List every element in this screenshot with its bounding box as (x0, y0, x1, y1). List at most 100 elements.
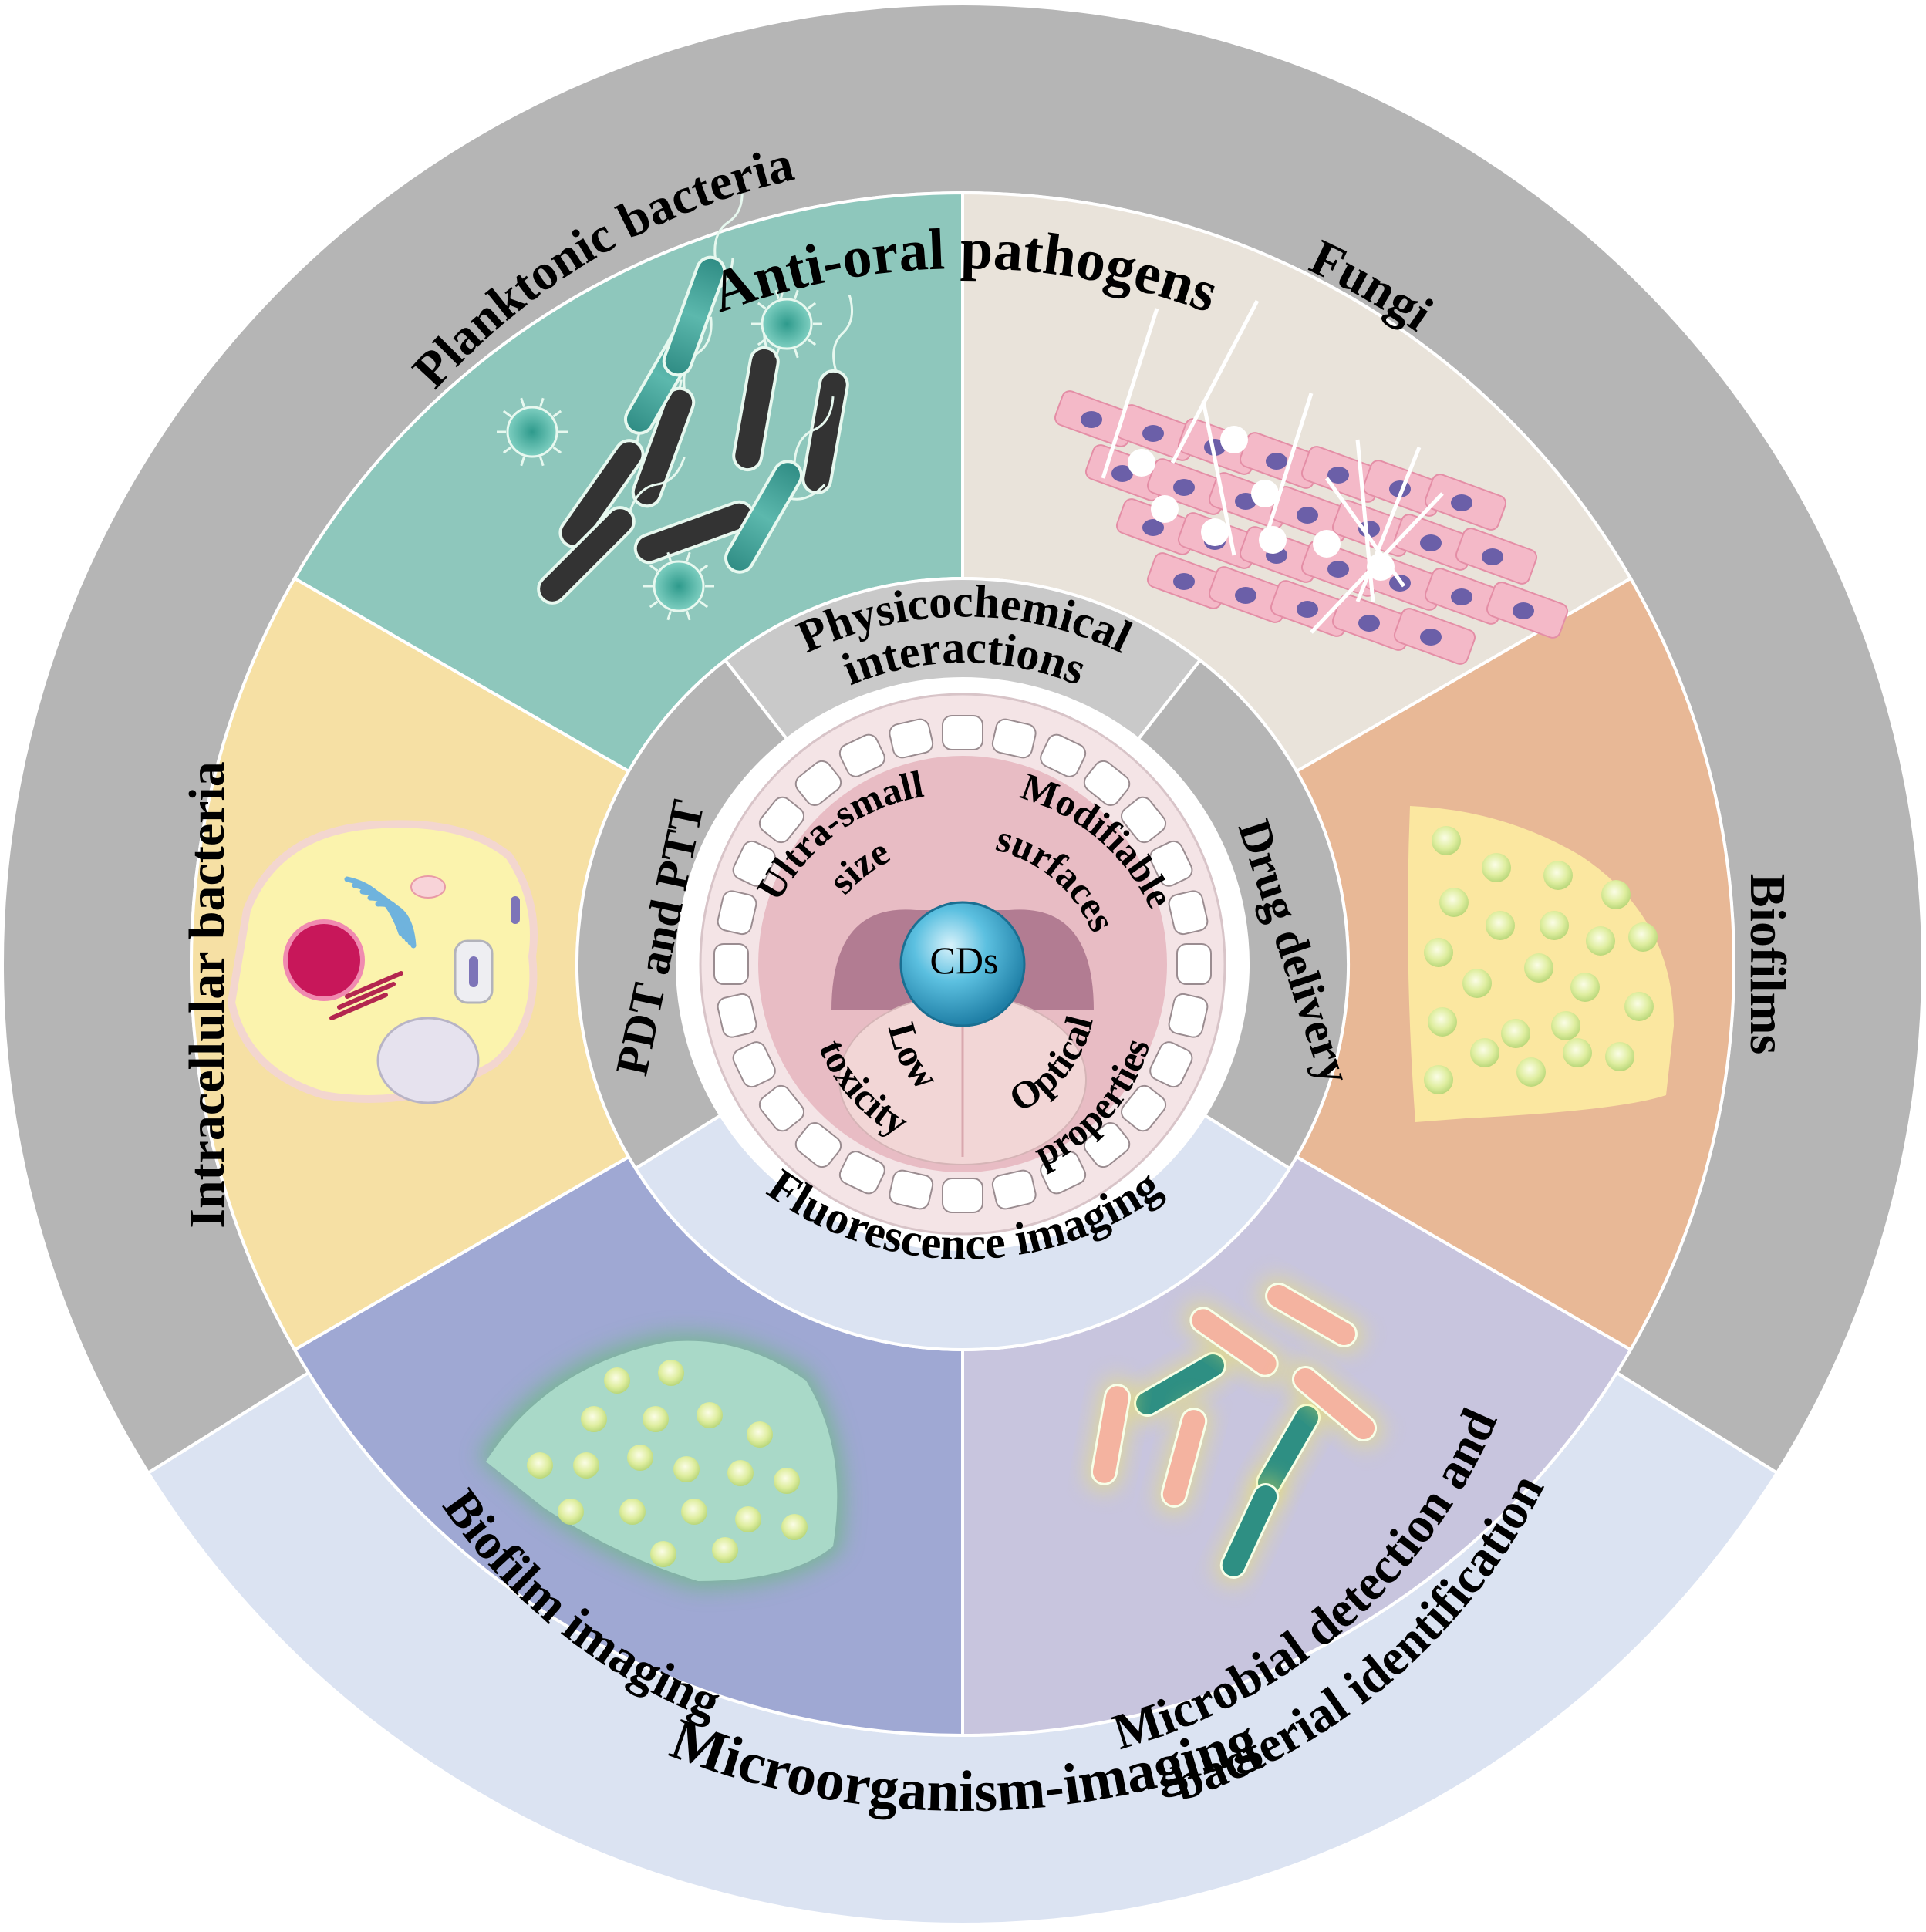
cds-sphere (899, 901, 1026, 1027)
tooth (794, 1122, 842, 1168)
tooth (1176, 943, 1212, 985)
biofilm-bacterium (1628, 922, 1658, 952)
bacterium-body (1189, 1307, 1279, 1377)
cell-nucleus (1266, 453, 1287, 470)
pilus (774, 348, 780, 359)
pilus (502, 446, 512, 454)
fluorescent-bacterium (1086, 1377, 1135, 1492)
bacterium-body (1265, 1283, 1358, 1347)
tooth (889, 718, 934, 759)
pilus (520, 456, 525, 467)
tooth (889, 1169, 934, 1210)
cell-nucleus (1297, 507, 1318, 524)
cell-nucleus (1173, 573, 1195, 590)
bacterium-coccus (497, 397, 568, 467)
pilus (686, 551, 691, 562)
fluorescent-bacterium (1183, 1301, 1285, 1383)
tooth (1168, 993, 1209, 1038)
tooth (991, 1169, 1037, 1210)
endoplasmic-reticulum (329, 993, 388, 1020)
biofilm-bacterium (1543, 861, 1573, 890)
cell-nucleus (1081, 411, 1102, 428)
intracellular-cell-illustration (227, 820, 538, 1104)
biofilm-bacterium (1432, 826, 1461, 855)
imaged-bacterium (527, 1452, 553, 1479)
imaged-bacterium (727, 1460, 754, 1486)
flagellum (629, 457, 686, 512)
biofilms-label: Biofilms (1739, 874, 1796, 1055)
hypha (1101, 308, 1159, 479)
coccus-body (506, 406, 558, 458)
spore (1251, 480, 1279, 507)
cell-nucleus (1420, 629, 1442, 646)
pilus (807, 338, 817, 346)
cell-nucleus (1358, 615, 1380, 632)
pilus (666, 551, 672, 562)
fluorescent-bacterium (1128, 1347, 1233, 1422)
pilus (794, 348, 799, 359)
bacterium-body (1160, 1408, 1208, 1508)
coccus-body (761, 298, 813, 350)
imaged-bacterium (697, 1402, 723, 1428)
biofilm-bacterium (1551, 1011, 1580, 1040)
cell-nucleus (1482, 548, 1503, 565)
imaged-bacterium (673, 1456, 700, 1482)
extracellular-bacterium (511, 896, 520, 924)
mitochondrion (376, 1017, 480, 1104)
cell-nucleus (1513, 602, 1534, 619)
tooth (942, 715, 983, 750)
tooth (1040, 1151, 1087, 1195)
cell-nucleus (1327, 467, 1349, 484)
tooth (1083, 1122, 1131, 1168)
pilus (520, 397, 525, 408)
biofilm-illustration (1408, 806, 1674, 1122)
cell-nucleus (1173, 479, 1195, 496)
biofilm-bacterium (1586, 926, 1615, 956)
biofilm-bacterium (1462, 969, 1492, 998)
biofilm-bacterium (1605, 1042, 1634, 1071)
cell-nucleus (1327, 561, 1349, 578)
biofilm-bacterium (1524, 953, 1553, 983)
biofilm-bacterium (1516, 1057, 1546, 1087)
pilus (807, 302, 817, 310)
tooth (758, 796, 804, 844)
tooth (1040, 733, 1087, 777)
biofilm-bacterium (1424, 938, 1453, 967)
cell-nucleus (1142, 519, 1164, 536)
flagellum (832, 295, 854, 372)
pilus (699, 600, 709, 609)
imaged-bacterium (650, 1541, 676, 1567)
endoplasmic-reticulum (337, 982, 396, 1010)
tooth (732, 1041, 776, 1088)
golgi (375, 901, 417, 949)
biofilm-bacterium (1601, 880, 1631, 909)
pilus (699, 564, 709, 572)
teeth (713, 715, 1212, 1213)
tooth (838, 733, 885, 777)
pilus (666, 610, 672, 621)
tooth (1083, 760, 1131, 806)
cell-nucleus (1297, 601, 1318, 618)
pilus (757, 338, 767, 346)
imaged-bacterium (712, 1537, 738, 1563)
hypha (1170, 299, 1260, 464)
tooth (794, 760, 842, 806)
hypha (1201, 400, 1236, 556)
cell-nucleus (1142, 425, 1164, 442)
cell-nucleus (1451, 588, 1472, 605)
spore (1259, 526, 1287, 554)
intracellular-bacterium (469, 956, 478, 987)
pilus (757, 302, 767, 310)
nucleus (283, 919, 365, 1001)
imaged-bacterium (781, 1514, 808, 1540)
cell-nucleus (1235, 493, 1256, 510)
flagellum (713, 185, 744, 258)
flagellum (793, 396, 835, 464)
fluorescent-bacterium (1215, 1476, 1284, 1586)
imaged-bacterium (643, 1406, 669, 1432)
pilus (649, 600, 659, 609)
inner-ring (575, 577, 1350, 1351)
bacterium-body (1219, 1483, 1280, 1579)
imaged-bacterium (747, 1421, 773, 1448)
